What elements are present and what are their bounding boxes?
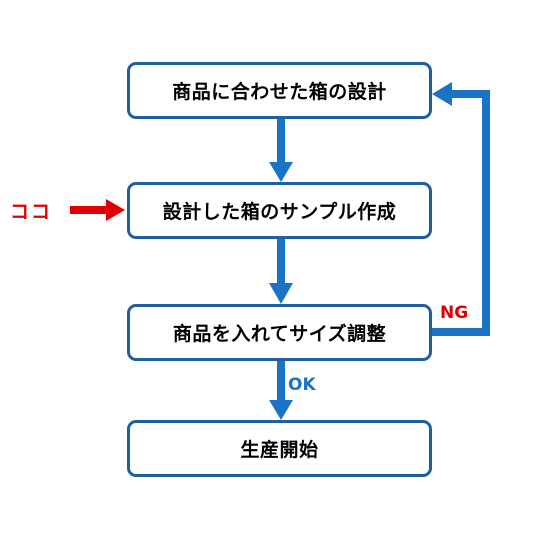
flow-arrow-2 xyxy=(269,239,293,304)
pointer-label: ココ xyxy=(10,201,53,223)
step-box-production-start: 生産開始 xyxy=(127,420,432,477)
right-arrow-icon xyxy=(70,199,125,221)
ok-label: OK xyxy=(288,375,316,395)
flow-arrow-1 xyxy=(269,119,293,182)
step-box-sample: 設計した箱のサンプル作成 xyxy=(127,182,432,239)
flow-arrow-ok xyxy=(269,361,293,420)
flow-arrow-ng-loop xyxy=(432,82,490,336)
step-box-size-adjust: 商品を入れてサイズ調整 xyxy=(127,304,432,361)
ng-label: NG xyxy=(440,303,469,323)
step-box-design: 商品に合わせた箱の設計 xyxy=(127,62,432,119)
